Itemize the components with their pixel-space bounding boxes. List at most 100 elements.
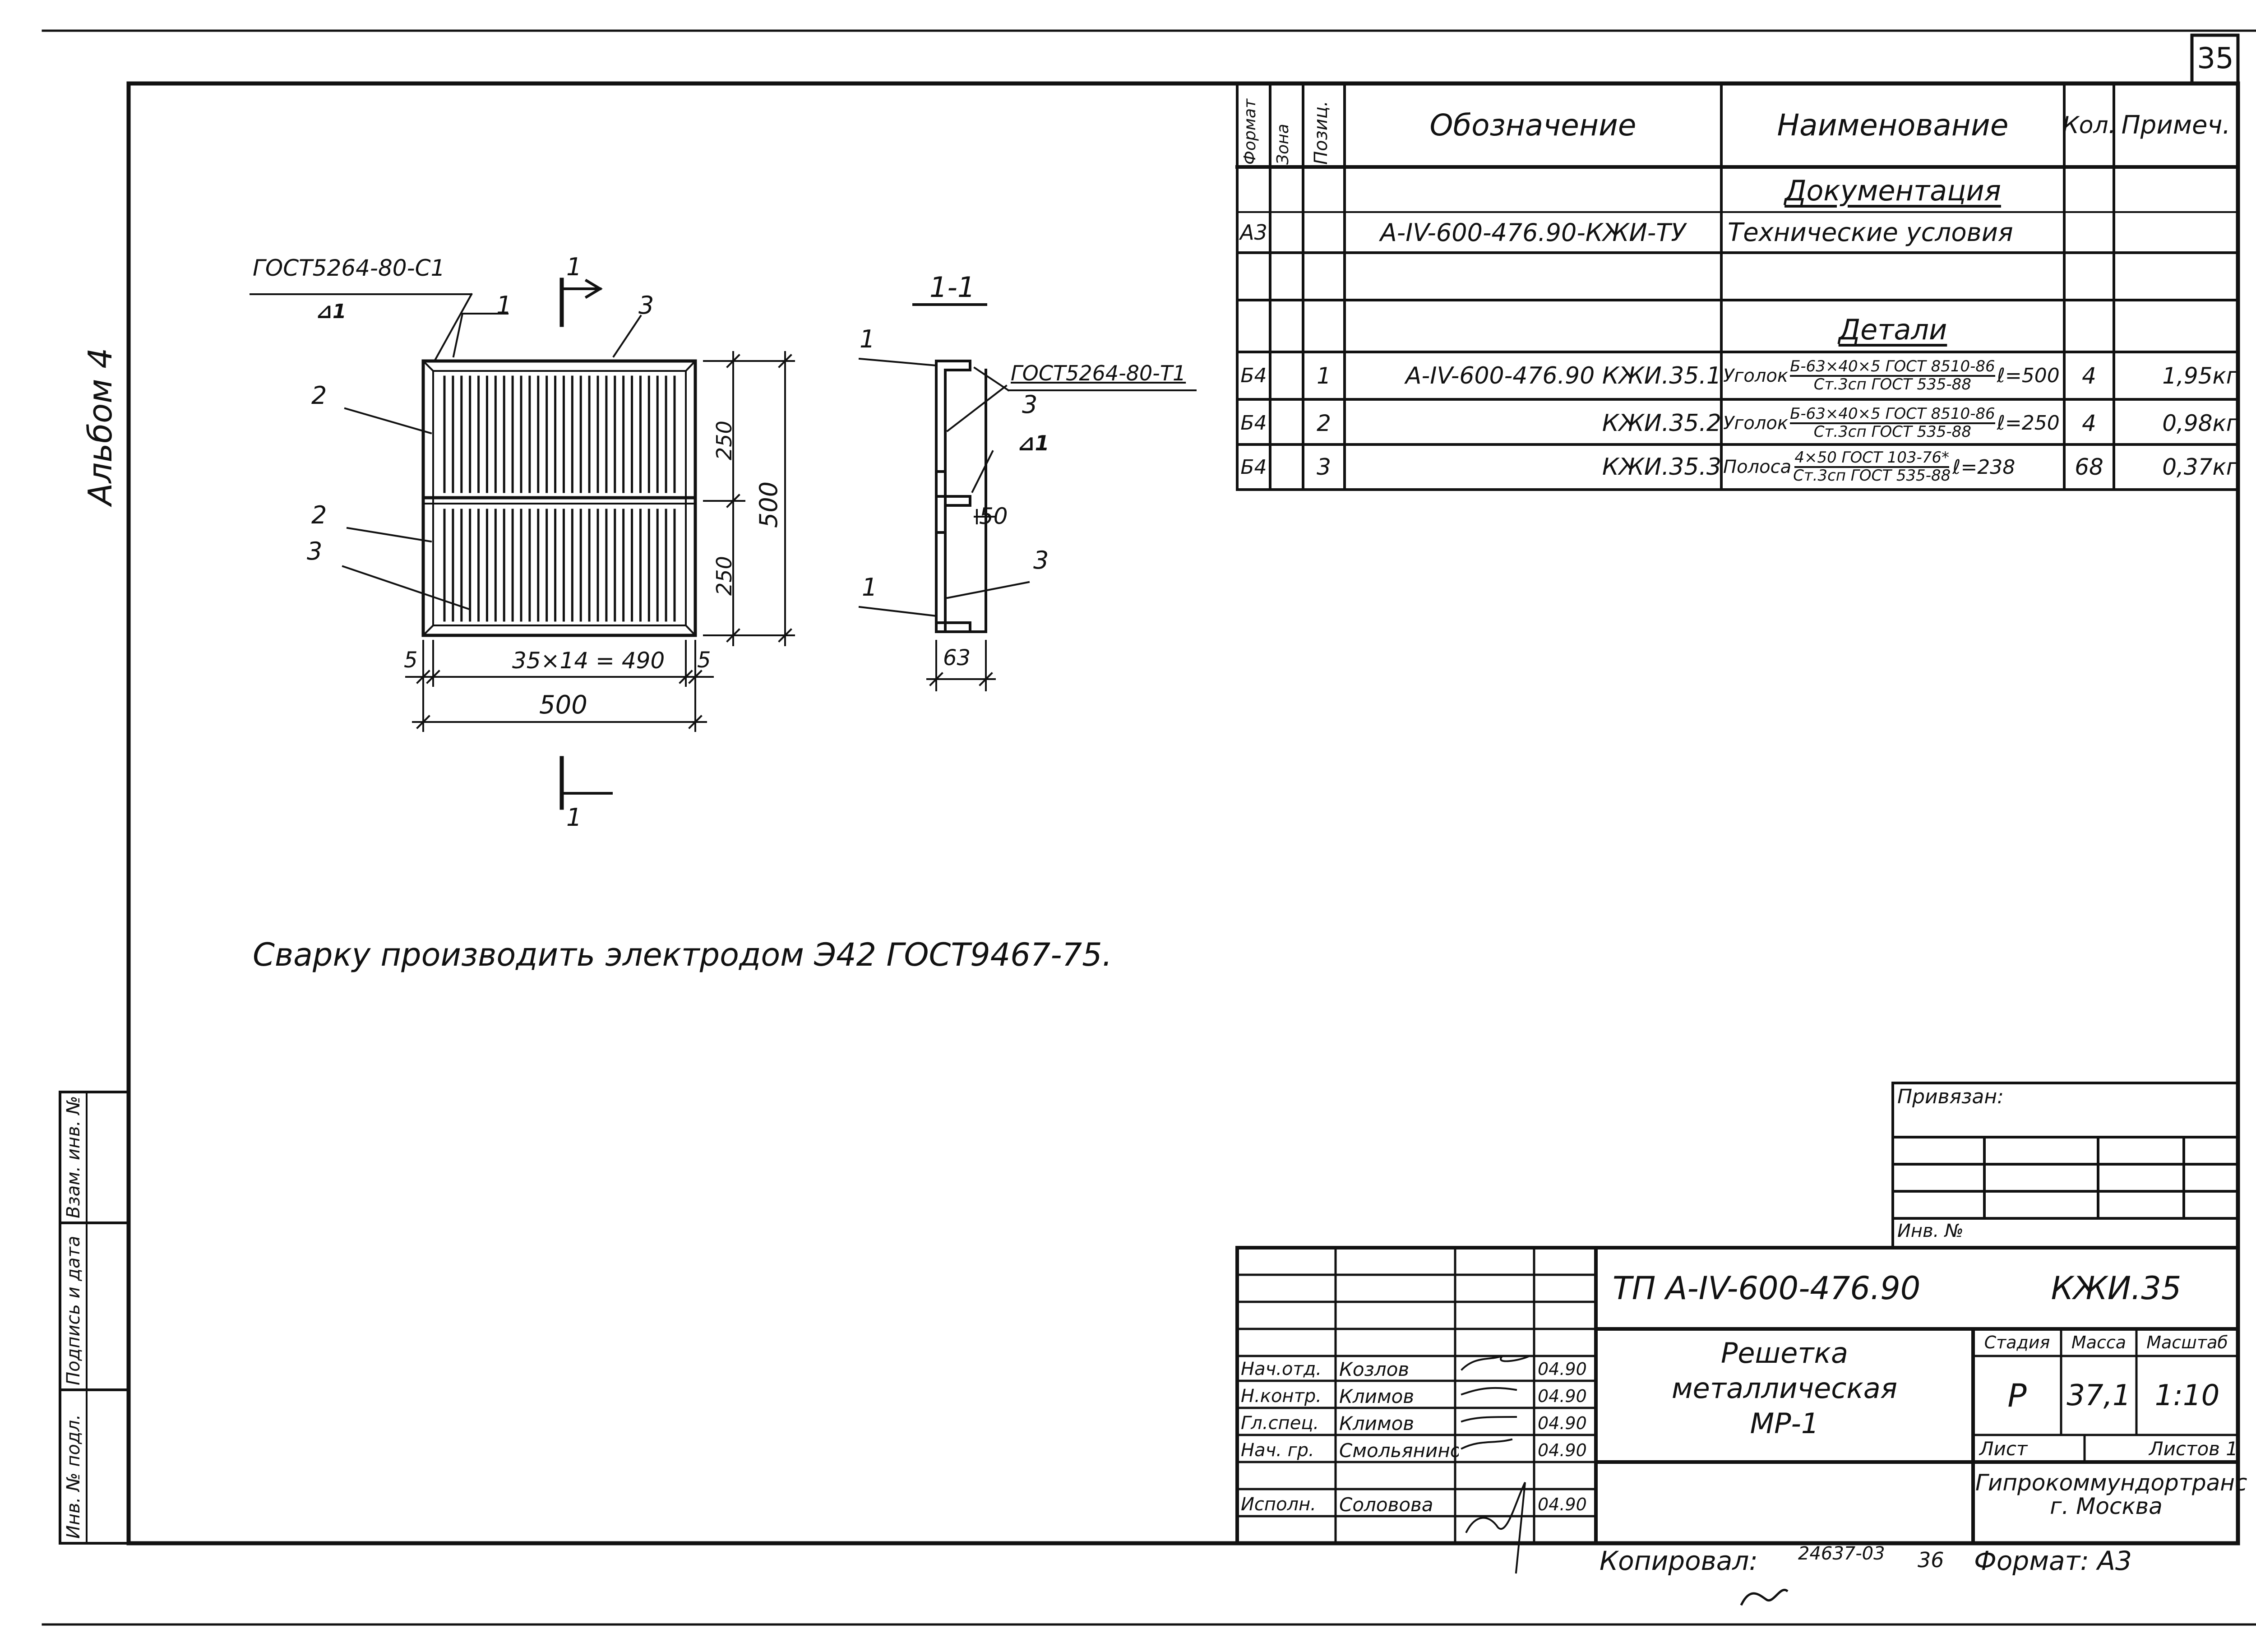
tb-mass: 37,1	[2066, 1379, 2131, 1412]
staff-date: 04.90	[1538, 1413, 1587, 1433]
tb-name: Решетка металлическая МР-1	[1596, 1336, 1973, 1441]
row-note: 0,37кг	[2162, 454, 2238, 480]
row-position: 3	[1317, 454, 1331, 480]
weld-symbol-side: ГОСТ5264-80-Т1	[1011, 361, 1186, 385]
row-note: 0,98кг	[2162, 410, 2238, 436]
doc-format: А3	[1240, 220, 1267, 245]
tb-name-line-1: Решетка	[1721, 1337, 1848, 1370]
row-designation: КЖИ.35.3	[1602, 453, 1721, 481]
album-label: Альбом 4	[81, 347, 119, 505]
sheet-number: 35	[2197, 42, 2234, 75]
sign-date-label: Подпись и дата	[63, 1236, 84, 1385]
staff-name: Козлов	[1339, 1358, 1410, 1380]
staff-date: 04.90	[1538, 1440, 1587, 1460]
tb-sheet-label: Лист	[1979, 1437, 2028, 1460]
row-length: ℓ=250	[1997, 412, 2060, 435]
staff-name: Климов	[1339, 1385, 1415, 1407]
tb-scale-label: Масштаб	[2146, 1333, 2228, 1352]
tb-mark: КЖИ.35	[2051, 1270, 2182, 1307]
row-name-top: 4×50 ГОСТ 103-76*	[1794, 450, 1949, 468]
staff-name: Смольянинова	[1339, 1439, 1459, 1462]
staff-date: 04.90	[1538, 1359, 1587, 1379]
tb-name-line-3: МР-1	[1750, 1407, 1819, 1440]
tb-org-name: Гипрокоммундортранс	[1975, 1470, 2247, 1496]
row-qty: 4	[2082, 362, 2096, 389]
dim-63: 63	[943, 645, 971, 671]
row-name-prefix: Уголок	[1723, 365, 1789, 386]
doc-name: Технические условия	[1728, 217, 2013, 247]
row-name-bottom: Ст.3сп ГОСТ 535-88	[1813, 375, 1971, 393]
staff-date: 04.90	[1538, 1495, 1587, 1514]
staff-date: 04.90	[1538, 1386, 1587, 1406]
callout-plan-3a: 3	[638, 291, 654, 319]
header-name: Наименование	[1777, 108, 2009, 143]
footer-copy-no: 24637-03	[1798, 1543, 1885, 1564]
doc-designation: А-IV-600-476.90-КЖИ-ТУ	[1380, 218, 1686, 247]
staff-role: Нач. гр.	[1241, 1440, 1314, 1461]
tb-stage: Р	[2007, 1377, 2027, 1414]
row-position: 2	[1317, 410, 1331, 436]
staff-role: Исполн.	[1241, 1494, 1316, 1515]
row-format: Б4	[1240, 364, 1267, 387]
section-title: 1-1	[929, 271, 975, 304]
row-name-fraction: 4×50 ГОСТ 103-76*Ст.3сп ГОСТ 535-88	[1793, 450, 1951, 484]
callout-plan-3b: 3	[307, 537, 323, 565]
weld-symbol-top: ГОСТ5264-80-С1	[253, 255, 445, 281]
tb-sheets-label: Листов 1	[2149, 1437, 2238, 1460]
header-format: Формат	[1241, 98, 1259, 165]
tb-mass-label: Масса	[2071, 1333, 2127, 1352]
row-name-top: Б-63×40×5 ГОСТ 8510-86	[1790, 358, 1995, 377]
row-length: ℓ=238	[1952, 455, 2016, 479]
staff-name: Климов	[1339, 1412, 1415, 1435]
row-name-prefix: Уголок	[1723, 412, 1789, 434]
inv-original-label: Инв. № подл.	[63, 1414, 84, 1539]
row-name-prefix: Полоса	[1723, 457, 1792, 477]
swap-inv-label: Взам. инв. №	[63, 1096, 84, 1218]
tb-org-city: г. Москва	[2050, 1493, 2163, 1519]
callout-section-1b: 1	[862, 573, 878, 602]
row-qty: 68	[2075, 454, 2103, 480]
welding-note: Сварку производить электродом Э42 ГОСТ94…	[253, 936, 1112, 973]
callout-section-3a: 3	[1022, 390, 1038, 419]
row-designation: КЖИ.35.2	[1602, 409, 1721, 437]
row-designation: А-IV-600-476.90 КЖИ.35.1	[1405, 362, 1721, 389]
dim-50: 50	[979, 503, 1008, 529]
row-name-bottom: Ст.3сп ГОСТ 535-88	[1813, 422, 1971, 441]
footer-copied: Копировал:	[1600, 1546, 1758, 1576]
header-qty: Кол.	[2064, 111, 2114, 139]
section-mark-bottom: 1	[566, 803, 582, 832]
row-position: 1	[1317, 362, 1331, 389]
tie-inv: Инв. №	[1897, 1221, 1964, 1241]
callout-section-3b: 3	[1033, 546, 1049, 574]
row-format: Б4	[1240, 455, 1267, 479]
callout-section-1a: 1	[860, 325, 875, 353]
dim-5-left: 5	[404, 648, 418, 673]
footer-copy-n2: 36	[1918, 1548, 1944, 1572]
section-details: Детали	[1838, 313, 1947, 346]
dim-500-vertical: 500	[754, 481, 783, 528]
callout-plan-1: 1	[496, 291, 512, 319]
footer-format: Формат: А3	[1974, 1546, 2132, 1576]
weld-symbol-side-sub: ⊿1	[1017, 431, 1049, 455]
tb-name-line-2: металлическая	[1671, 1372, 1898, 1405]
header-position: Позиц.	[1311, 101, 1331, 165]
tb-scale: 1:10	[2154, 1379, 2220, 1412]
tb-org: Гипрокоммундортранс г. Москва	[1975, 1470, 2247, 1519]
section-documentation: Документация	[1784, 174, 2001, 207]
dim-250-top: 250	[712, 421, 736, 460]
dim-490: 35×14 = 490	[512, 648, 665, 674]
row-length: ℓ=500	[1997, 364, 2060, 387]
row-name-top: Б-63×40×5 ГОСТ 8510-86	[1790, 406, 1995, 424]
section-mark-top: 1	[566, 253, 582, 281]
header-zone: Зона	[1274, 124, 1292, 165]
callout-plan-2b: 2	[311, 501, 327, 529]
dim-500-horizontal: 500	[539, 690, 587, 720]
row-note: 1,95кг	[2162, 362, 2238, 389]
row-name-bottom: Ст.3сп ГОСТ 535-88	[1793, 467, 1951, 485]
tb-stage-label: Стадия	[1984, 1333, 2050, 1352]
